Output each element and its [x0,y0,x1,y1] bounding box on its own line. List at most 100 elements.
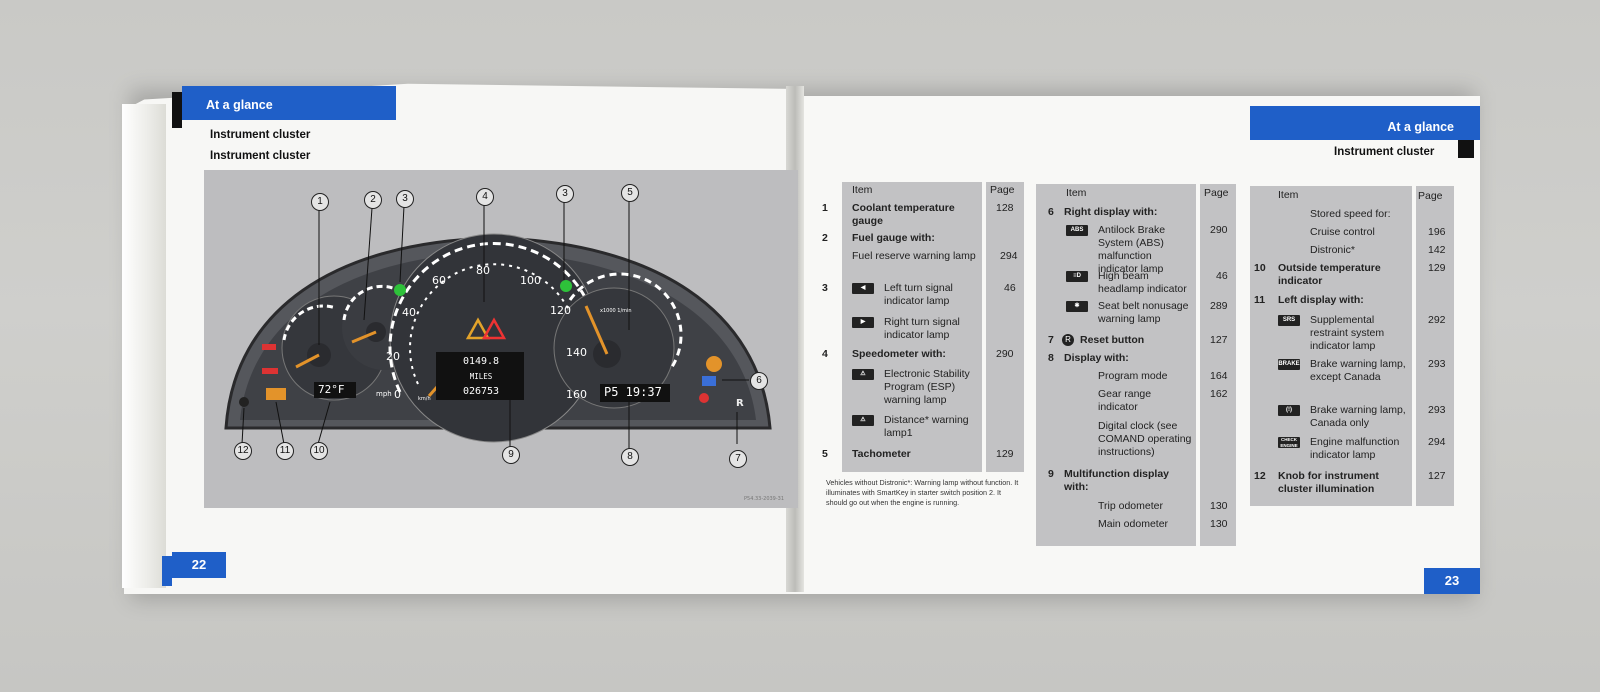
figure-code: P54.33-2039-31 [744,496,785,502]
item-number: 1 [822,202,828,214]
brake-icon: BRAKE [1278,359,1300,370]
callout-5: 5 [621,184,639,202]
item-label: Right display with: [1064,206,1158,218]
callout-3-right: 3 [556,185,574,203]
item-label: Brake warning lamp, except Canada [1310,358,1406,383]
item-page: 130 [1210,500,1228,512]
item-label: Distance* warning lamp1 [884,414,969,439]
callout-7: 7 [729,450,747,468]
item-label: Stored speed for: [1310,208,1391,220]
item-label: Fuel reserve warning lamp [852,250,976,262]
item-page: 290 [1210,224,1228,236]
speedo-40: 40 [402,306,416,319]
item-page: 46 [1216,270,1228,282]
section-tab-label: At a glance [1387,120,1454,134]
item-page: 130 [1210,518,1228,530]
check-engine-icon: CHECK ENGINE [1278,437,1300,448]
callout-12: 12 [234,442,252,460]
item-label: Multifunction display with: [1064,468,1169,493]
item-page: 294 [1000,250,1018,262]
item-label: Reset button [1080,334,1145,346]
item-label: Seat belt nonusage warning lamp [1098,300,1189,325]
table-3: Item Page Stored speed for: Cruise contr… [1250,186,1454,506]
item-label: Antilock Brake System (ABS) malfunction … [1098,224,1166,275]
item-number: 5 [822,448,828,460]
item-label: Supplemental restraint system indicator … [1310,314,1385,352]
item-page: 46 [1004,282,1016,294]
page-number-right: 23 [1424,568,1480,594]
callout-2: 2 [364,191,382,209]
item-page: 294 [1428,436,1446,448]
trip-odometer-readout: 0149.8 [462,356,500,367]
col-header-page: Page [1204,187,1229,199]
item-page: 290 [996,348,1014,360]
reset-button[interactable]: R [736,398,744,409]
item-page: 289 [1210,300,1228,312]
speedo-20: 20 [386,350,400,363]
item-page: 142 [1428,244,1446,256]
item-page: 293 [1428,404,1446,416]
callout-1: 1 [311,193,329,211]
item-label: Trip odometer [1098,500,1163,512]
callout-11: 11 [276,442,294,460]
table-2: Item Page 6 Right display with: ABS Anti… [1036,184,1236,546]
callout-3-left: 3 [396,190,414,208]
srs-icon: SRS [1278,315,1300,326]
section-tab-left: At a glance [182,86,396,120]
table-shade [1036,184,1196,546]
item-page: 292 [1428,314,1446,326]
item-label: High beam headlamp indicator [1098,270,1187,295]
speedo-0: 0 [394,388,401,401]
callout-10: 10 [310,442,328,460]
speedo-60: 60 [432,274,446,287]
main-odometer-readout: 026753 [462,386,500,397]
seat-belt-icon: ✱ [1066,301,1088,312]
item-label: Speedometer with: [852,348,946,360]
item-page: 127 [1428,470,1446,482]
item-number: 10 [1254,262,1266,274]
item-label: Left turn signal indicator lamp [884,282,953,307]
subtitle-2: Instrument cluster [210,150,311,162]
item-number: 8 [1048,352,1054,364]
kmh-unit: km/h [418,396,431,402]
item-label: Right turn signal indicator lamp [884,316,960,341]
center-display: 0149.8 MILES 026753 [444,354,518,399]
section-tab-label: At a glance [206,98,273,112]
table-shade-page [1200,184,1236,546]
item-number: 6 [1048,206,1054,218]
item-label: Coolant temperature gauge [852,202,955,227]
table-1: Item Page 1 Coolant temperature gauge 12… [820,182,1024,472]
item-label: Gear range indicator [1098,388,1152,413]
outside-temp-readout: 72°F [318,383,345,396]
item-page: 127 [1210,334,1228,346]
item-label: Main odometer [1098,518,1169,530]
item-label: Engine malfunction indicator lamp [1310,436,1400,461]
item-number: 12 [1254,470,1266,482]
item-page: 293 [1428,358,1446,370]
callout-4: 4 [476,188,494,206]
speedo-100: 100 [520,274,541,287]
item-number: 3 [822,282,828,294]
item-label: Brake warning lamp, Canada only [1310,404,1406,429]
item-number: 7 [1048,334,1054,346]
item-label: Knob for instrument cluster illumination [1278,470,1379,495]
item-label: Left display with: [1278,294,1364,306]
subtitle-right: Instrument cluster [1334,146,1435,158]
item-number: 9 [1048,468,1054,480]
right-turn-icon: ▶ [852,317,874,328]
item-label: Digital clock (see COMAND operating inst… [1098,420,1192,458]
col-header-page: Page [1418,190,1443,202]
brake-circle-icon: (!) [1278,405,1300,416]
page-tab-edge [162,556,172,586]
table-shade-page [986,182,1024,472]
abs-icon: ABS [1066,225,1088,236]
speedo-120: 120 [550,304,571,317]
col-header-item: Item [852,184,873,196]
table-shade-page [1416,186,1454,506]
table-shade [1250,186,1412,506]
left-turn-icon: ◀ [852,283,874,294]
item-label: Tachometer [852,448,911,460]
item-page: 128 [996,202,1014,214]
reset-icon: R [1062,334,1074,346]
item-page: 196 [1428,226,1446,238]
